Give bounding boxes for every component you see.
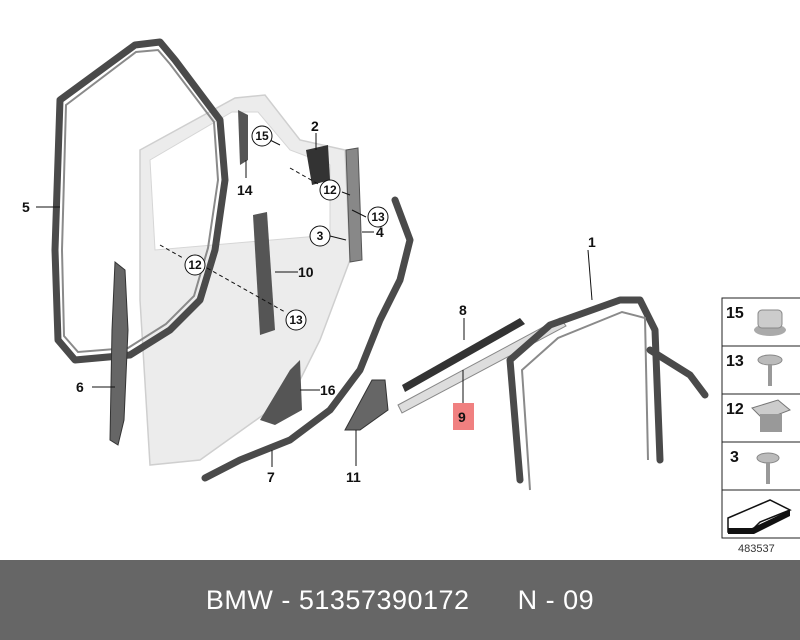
callout-12b: 12 (184, 254, 206, 276)
legend-num-12: 12 (726, 401, 744, 418)
callout-16: 16 (320, 382, 336, 398)
callout-13b: 13 (285, 309, 307, 331)
callout-5: 5 (22, 199, 30, 215)
callout-14: 14 (237, 182, 253, 198)
legend-num-15: 15 (726, 305, 744, 322)
brand: BMW (205, 584, 274, 615)
legend-num-3: 3 (730, 449, 739, 466)
callout-1: 1 (588, 234, 596, 250)
callout-13a: 13 (367, 206, 389, 228)
part-8 (402, 318, 525, 392)
svg-text:15: 15 (255, 129, 269, 143)
part-16 (260, 360, 302, 425)
callout-10: 10 (298, 264, 314, 280)
screw-icon (757, 354, 783, 386)
callout-12a: 12 (319, 179, 341, 201)
clip-nut-icon (751, 399, 791, 432)
part-6 (109, 260, 129, 446)
legend-num-13: 13 (726, 353, 744, 370)
part-2 (306, 145, 330, 185)
door-seal-5 (51, 38, 229, 364)
fastener-legend: 15 13 12 3 483537 (721, 297, 800, 555)
part-9 (397, 317, 567, 414)
part-info-footer: BMW - 51357390172 N - 09 (0, 560, 800, 640)
drawing-number: 483537 (738, 543, 775, 555)
callout-8: 8 (459, 302, 467, 318)
part-4 (345, 147, 363, 263)
callout-3: 3 (309, 225, 331, 247)
leader-lines (36, 133, 593, 467)
svg-text:3: 3 (317, 229, 324, 243)
svg-text:9: 9 (458, 409, 466, 425)
part-14 (238, 110, 248, 165)
callout-7: 7 (267, 469, 275, 485)
parts-diagram: 5 2 15 14 12 13 3 4 12 10 13 1 8 9 6 16 … (22, 38, 800, 555)
svg-text:12: 12 (323, 183, 337, 197)
clip-nut-icon (754, 309, 786, 336)
callout-6: 6 (76, 379, 84, 395)
part-7 (201, 196, 414, 482)
part-number: 51357390172 (298, 584, 470, 615)
callout-15: 15 (251, 125, 273, 147)
variant-code: N - 09 (517, 584, 595, 615)
callout-4: 4 (376, 224, 384, 240)
part-11 (344, 379, 389, 431)
svg-text:12: 12 (188, 258, 202, 272)
svg-text:13: 13 (371, 210, 385, 224)
callout-9-highlighted: 9 (453, 403, 474, 430)
arrow-symbol-icon (727, 499, 792, 534)
screw-icon (756, 452, 780, 484)
callout-11: 11 (346, 469, 361, 485)
part-10 (253, 212, 275, 335)
part-1 (506, 296, 664, 484)
svg-text:13: 13 (289, 313, 303, 327)
callout-2: 2 (311, 118, 319, 134)
